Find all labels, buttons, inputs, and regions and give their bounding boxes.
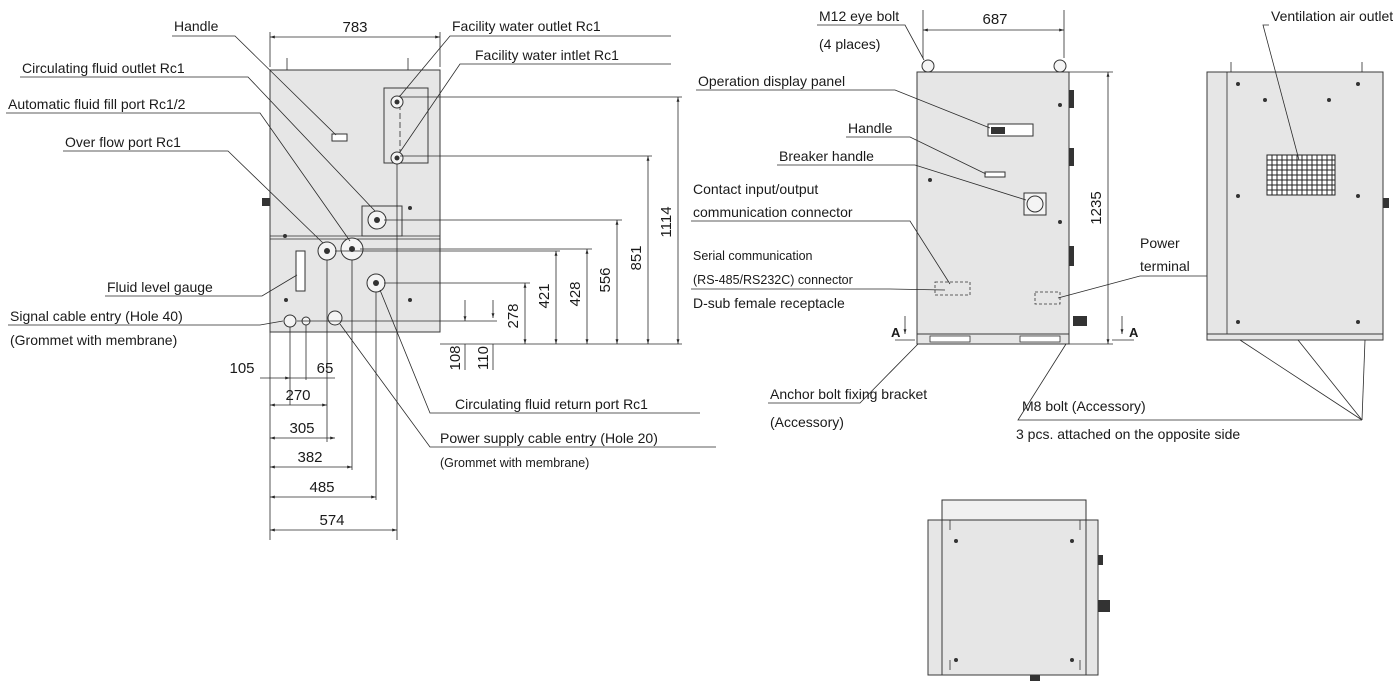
callout-breaker: Breaker handle [779,148,874,164]
callout-contact-io-2: communication connector [693,204,853,220]
dim-105: 105 [229,360,254,377]
callout-auto-fill: Automatic fluid fill port Rc1/2 [8,96,186,112]
side-fitting [262,198,270,206]
dim-783: 783 [342,19,367,36]
side-handle [984,171,1006,178]
signal-entry-hole [283,314,297,328]
callout-eye-bolt-places: (4 places) [819,36,880,52]
dim-428: 428 [567,281,584,306]
dim-382: 382 [297,449,322,466]
callout-power-term-2: terminal [1140,258,1190,274]
rear-view: Ventilation air outlet [1206,8,1393,421]
dim-421: 421 [536,283,553,308]
eye-bolt-left [921,59,935,73]
rear-view-body [1206,71,1384,335]
bottom-view [927,499,1110,681]
callout-handle: Handle [174,18,219,34]
dim-1114: 1114 [658,206,675,237]
dim-687: 687 [982,11,1007,28]
callout-facility-outlet: Facility water outlet Rc1 [452,18,601,34]
dim-270: 270 [285,387,310,404]
section-a-right: A [1129,325,1139,340]
dim-1235: 1235 [1088,191,1105,224]
facility-panel [383,87,429,164]
callout-facility-inlet: Facility water intlet Rc1 [475,47,619,63]
callout-circ-return: Circulating fluid return port Rc1 [455,396,648,412]
dim-574: 574 [319,512,344,529]
dim-278: 278 [505,303,522,328]
section-a-left: A [891,325,901,340]
callout-power-grommet: (Grommet with membrane) [440,456,589,470]
callout-op-panel: Operation display panel [698,73,845,89]
ventilation-grille [1266,154,1336,196]
serial-connector [934,281,971,296]
dim-556: 556 [597,267,614,292]
dim-65: 65 [317,360,334,377]
fluid-level-gauge [295,250,306,292]
callout-contact-io-1: Contact input/output [693,181,818,197]
callout-circ-outlet: Circulating fluid outlet Rc1 [22,60,185,76]
callout-eye-bolt: M12 eye bolt [819,8,899,24]
callout-level-gauge: Fluid level gauge [107,279,213,295]
power-entry-hole [327,310,343,326]
callout-serial-1: Serial communication [693,249,813,263]
dim-851: 851 [628,245,645,270]
callout-serial-2: (RS-485/RS232C) connector [693,273,853,287]
dim-108: 108 [447,345,464,370]
side-view: 687 1235 A A M12 eye bolt (4 places) Ope… [691,8,1362,442]
callout-anchor-2: (Accessory) [770,414,844,430]
front-handle [331,133,348,142]
callout-signal-grommet: (Grommet with membrane) [10,332,177,348]
eye-bolt-right [1053,59,1067,73]
front-view: 783 1114 851 556 428 421 278 108 110 [6,18,716,540]
callout-dsub: D-sub female receptacle [693,295,845,311]
callout-opposite: 3 pcs. attached on the opposite side [1016,426,1240,442]
callout-side-handle: Handle [848,120,893,136]
callout-power-term-1: Power [1140,235,1180,251]
dim-485: 485 [309,479,334,496]
dim-305: 305 [289,420,314,437]
callout-vent: Ventilation air outlet [1271,8,1393,24]
callout-m8: M8 bolt (Accessory) [1022,398,1146,414]
callout-overflow: Over flow port Rc1 [65,134,181,150]
dim-110: 110 [475,346,492,370]
callout-anchor-1: Anchor bolt fixing bracket [770,386,927,402]
power-terminal [1034,291,1061,305]
callout-power-entry: Power supply cable entry (Hole 20) [440,430,658,446]
callout-signal-entry: Signal cable entry (Hole 40) [10,308,183,324]
